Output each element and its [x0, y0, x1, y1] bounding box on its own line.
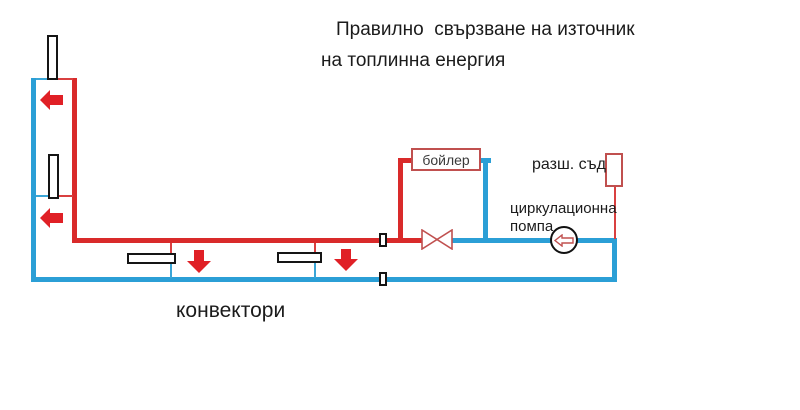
return-downcomer-right	[612, 238, 617, 282]
return-riser-left	[31, 78, 36, 282]
diagram-title-line2: на топлинна енергия	[321, 50, 506, 71]
convector-1	[127, 253, 176, 264]
pump-arrow-icon	[554, 233, 574, 247]
convector2-supply-stub	[314, 243, 316, 255]
supply-union-marker	[379, 233, 387, 247]
flow-arrow-left-1-icon	[40, 90, 63, 110]
radiator2-supply-stub	[57, 195, 73, 197]
expansion-tank	[605, 153, 623, 187]
convector1-return-stub	[170, 261, 172, 278]
pump-icon	[550, 226, 578, 254]
radiator-1	[47, 35, 58, 80]
boiler-box: бойлер	[411, 148, 481, 171]
flow-arrow-down-2-icon	[334, 249, 358, 271]
expansion-tank-label: разш. съд	[532, 156, 607, 173]
return-main-upper	[452, 238, 612, 243]
pump-label-line2: помпа	[510, 218, 554, 235]
convector1-supply-stub	[170, 243, 172, 256]
return-main-bottom	[31, 277, 617, 282]
valve-icon	[421, 229, 453, 250]
pump-label: циркулационна помпа	[510, 200, 617, 236]
boiler-return-drop	[483, 158, 488, 243]
radiator-2	[48, 154, 59, 199]
boiler-supply-stub	[398, 158, 412, 163]
convector2-return-stub	[314, 260, 316, 278]
boiler-supply-drop	[398, 158, 403, 243]
supply-riser-left	[72, 78, 77, 243]
supply-main-horizontal	[72, 238, 423, 243]
convectors-label: конвектори	[176, 299, 286, 322]
radiator1-supply-stub	[56, 78, 73, 80]
diagram-title-line1: Правилно свързване на източник	[336, 19, 635, 40]
flow-arrow-left-2-icon	[40, 208, 63, 228]
expansion-tank-pipe	[614, 186, 616, 239]
convector-2	[277, 252, 322, 263]
boiler-label: бойлер	[422, 151, 470, 168]
return-union-marker	[379, 272, 387, 286]
pump-label-line1: циркулационна	[510, 200, 617, 217]
radiator1-return-stub	[36, 78, 49, 80]
radiator2-return-stub	[36, 195, 51, 197]
flow-arrow-down-1-icon	[187, 250, 211, 273]
